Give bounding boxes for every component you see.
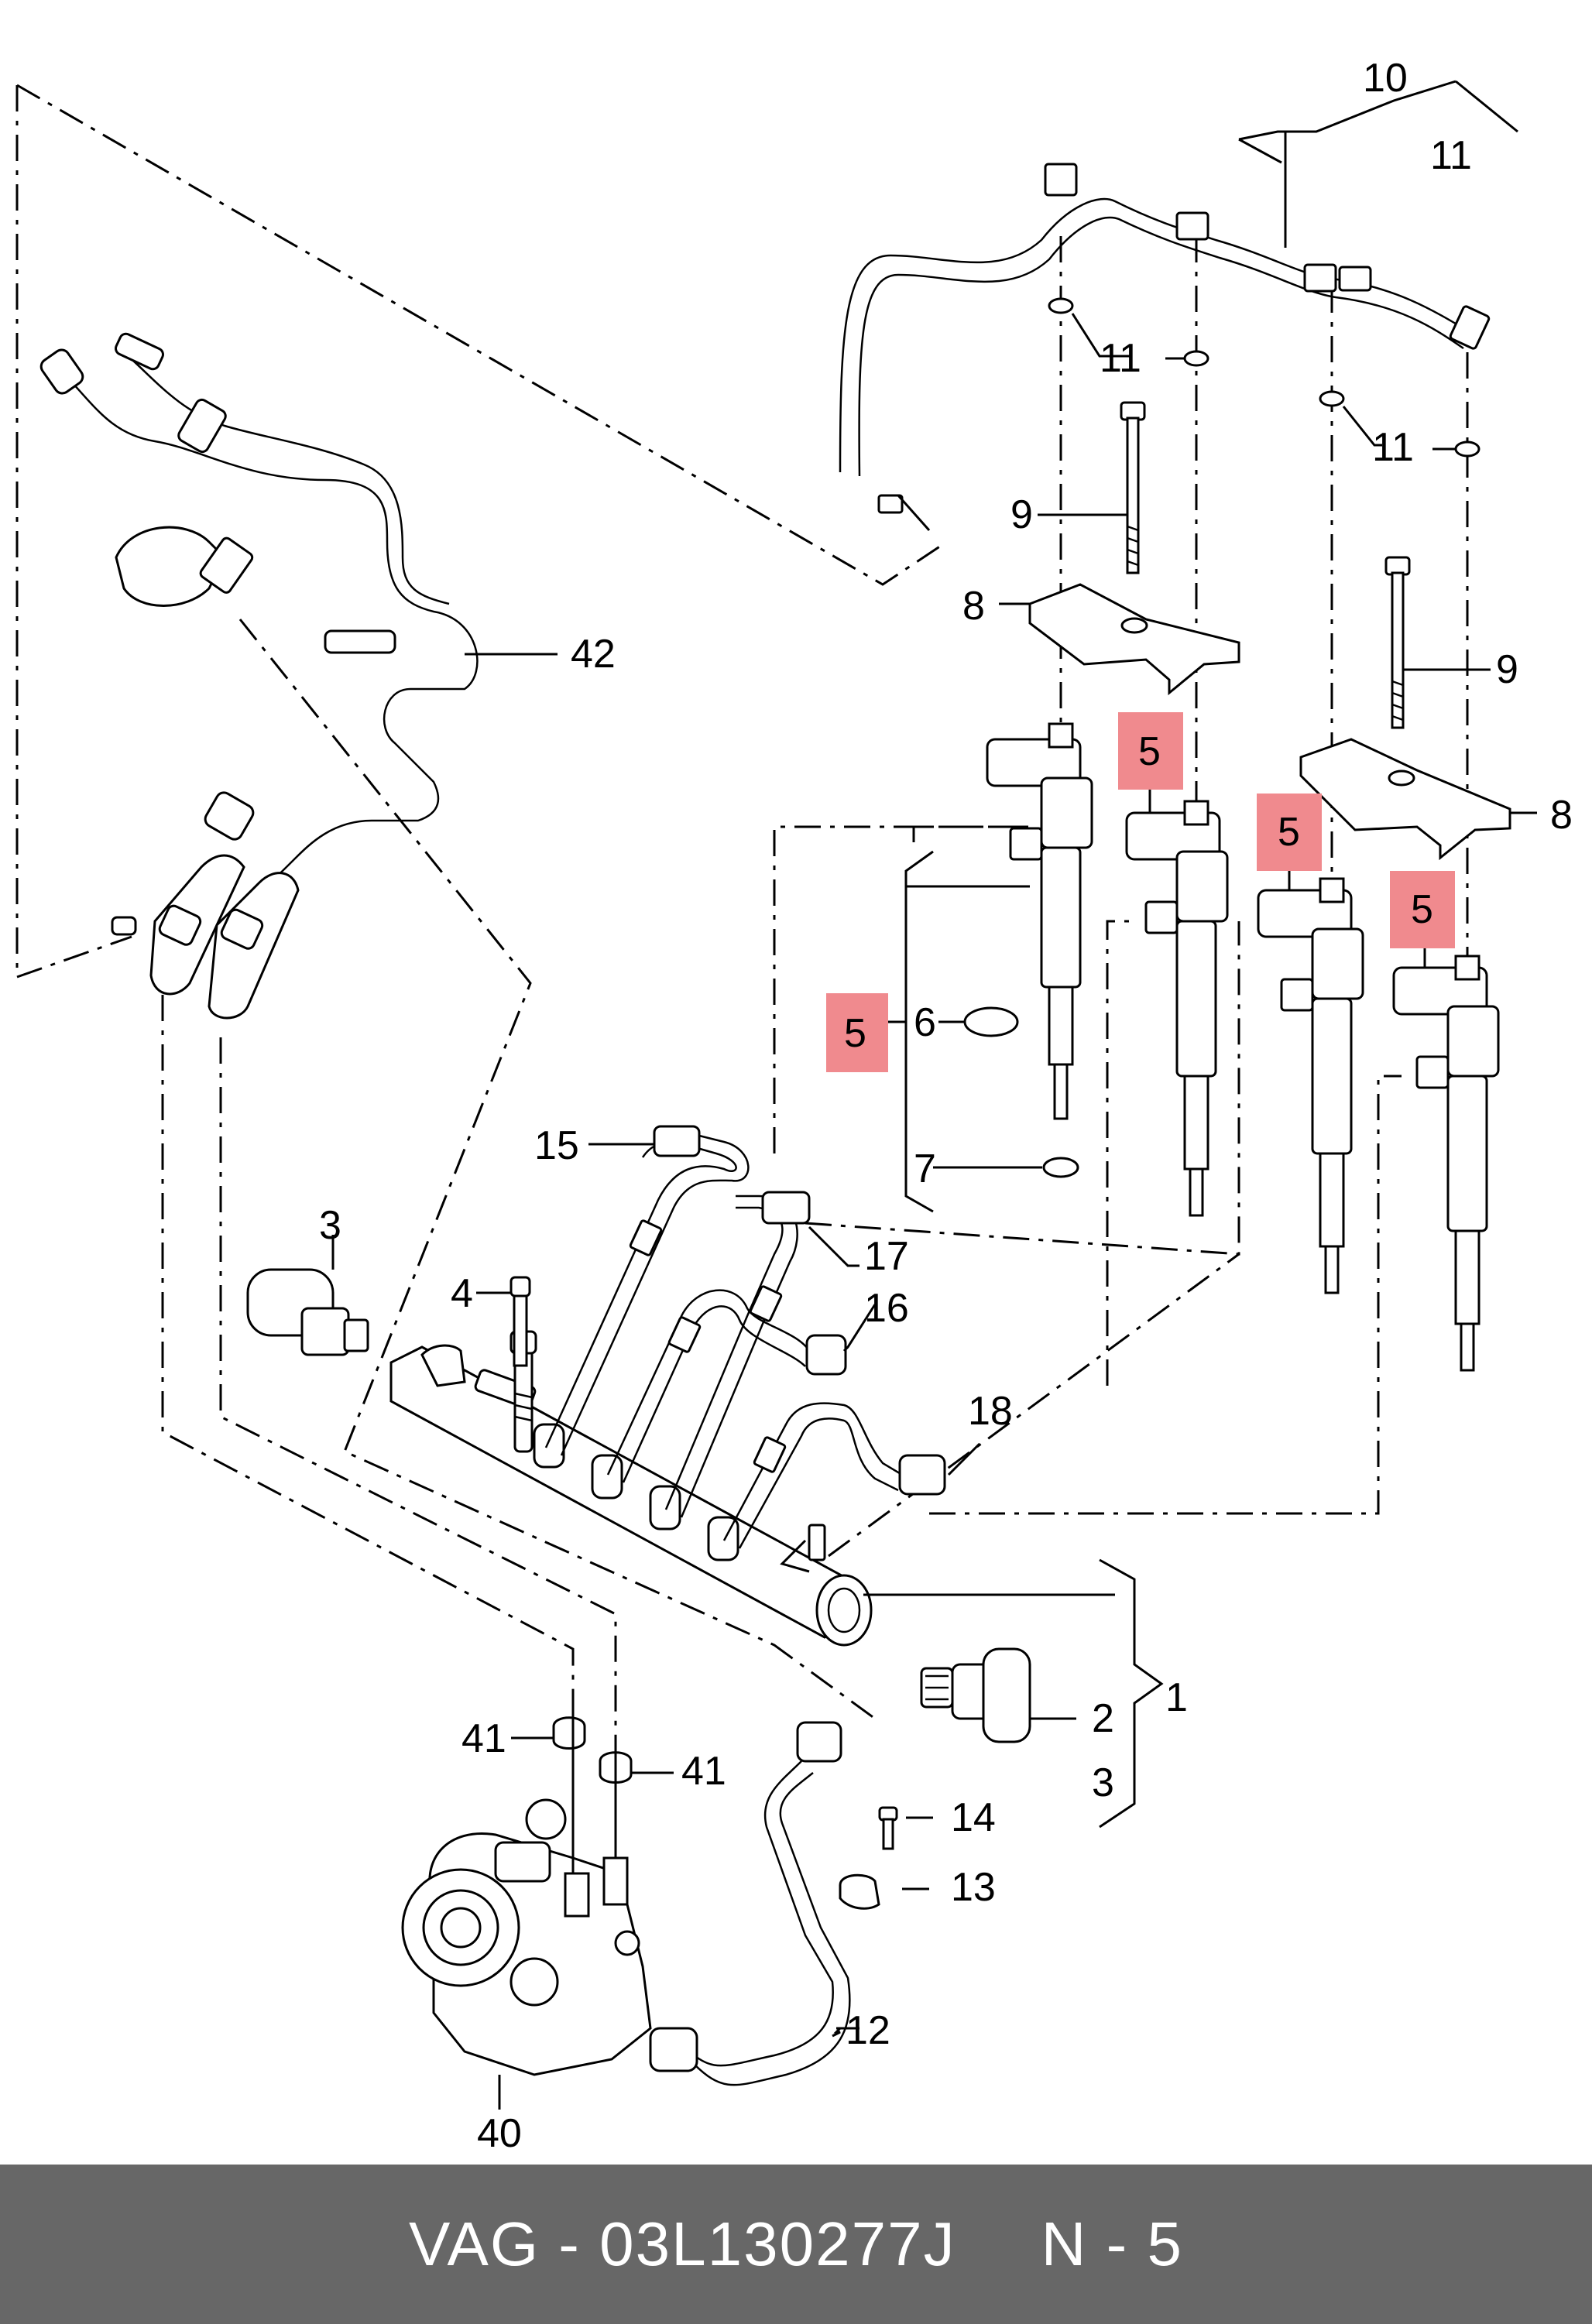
callout-18: 18: [968, 1389, 1013, 1434]
highlight-box-5a: [826, 993, 888, 1072]
callout-labels: 1 2 3 3 4 5 5 5 5 6 7 8 8 9 9 10 11 11 1…: [319, 56, 1573, 2156]
callout-2: 2: [1092, 1696, 1114, 1741]
callout-41-lower: 41: [681, 1749, 726, 1794]
clamp-and-bolt-group: [999, 401, 1537, 861]
callout-8-lower: 8: [1550, 793, 1573, 838]
callout-3-sensor: 3: [319, 1203, 341, 1248]
callout-4: 4: [451, 1271, 473, 1316]
callout-12: 12: [846, 2008, 890, 2053]
callout-7: 7: [914, 1147, 936, 1191]
highlight-box-5d: [1390, 871, 1455, 948]
callout-10: 10: [1363, 56, 1408, 101]
highlight-box-5c: [1257, 794, 1322, 871]
callout-14: 14: [951, 1795, 996, 1840]
callout-5a: 5: [844, 1011, 866, 1056]
callout-1: 1: [1165, 1675, 1188, 1720]
callout-5c: 5: [1278, 810, 1300, 855]
injector-2: [1125, 800, 1229, 1217]
highlight-boxes: [826, 712, 1455, 1072]
callout-11-top: 11: [1430, 133, 1472, 178]
rail-pressure-sensor: [920, 1647, 1031, 1743]
callout-11-a: 11: [1100, 336, 1141, 381]
pump-and-supply-pipe: [401, 1695, 933, 2110]
callout-5d: 5: [1411, 887, 1433, 932]
callout-9-lower: 9: [1496, 647, 1518, 692]
footer-bar: VAG - 03L130277J N - 5: [0, 2165, 1592, 2324]
injector-group: [887, 722, 1500, 1372]
exploded-parts-diagram: 1 2 3 3 4 5 5 5 5 6 7 8 8 9 9 10 11 11 1…: [15, 56, 1573, 2156]
callout-9-upper: 9: [1010, 492, 1033, 537]
highlight-box-5b: [1118, 712, 1183, 790]
injector-1: [963, 722, 1093, 1178]
callout-16: 16: [864, 1286, 909, 1331]
callout-5b: 5: [1138, 729, 1161, 774]
part-reference: VAG - 03L130277J: [409, 2209, 956, 2278]
callout-13: 13: [951, 1865, 996, 1910]
injector-4: [1392, 955, 1500, 1372]
callout-15: 15: [534, 1123, 579, 1168]
fuel-hose-assembly: [39, 332, 558, 1020]
high-pressure-pump: [401, 1798, 652, 2076]
callout-41-upper: 41: [461, 1716, 506, 1761]
high-pressure-lines: [544, 1125, 981, 1549]
callout-17: 17: [864, 1234, 909, 1279]
leak-off-return-line: [839, 80, 1518, 531]
clip-41-upper: [552, 1716, 586, 1750]
diagram-reference: N - 5: [1041, 2209, 1183, 2278]
callout-8-upper: 8: [962, 584, 985, 629]
callout-6: 6: [914, 1000, 936, 1045]
callout-11-b: 11: [1372, 425, 1414, 470]
injector-3: [1257, 877, 1364, 1294]
fuel-rail-assembly: [389, 1330, 1164, 1829]
callout-42: 42: [571, 632, 616, 677]
callout-40: 40: [477, 2111, 522, 2156]
callout-3-rail: 3: [1092, 1760, 1114, 1805]
sensor-and-bolt-parts: [246, 1235, 1076, 1743]
